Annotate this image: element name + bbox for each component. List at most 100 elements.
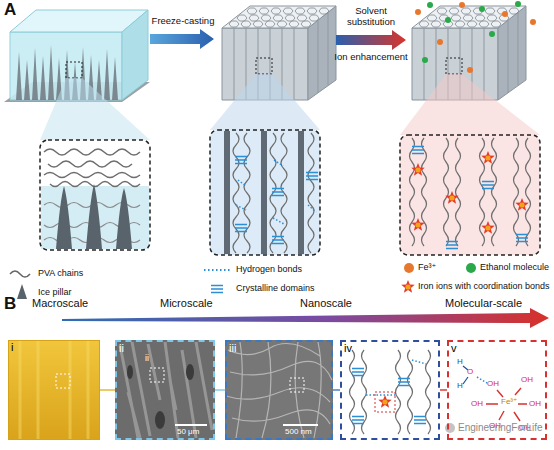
hydrogen-bond-inset bbox=[210, 130, 320, 255]
coordination-inset bbox=[411, 218, 424, 231]
legend-text: Ethanol molecule bbox=[480, 262, 549, 272]
macro-photo bbox=[20, 340, 88, 440]
ion-enhanced-scaffold bbox=[479, 6, 485, 12]
hydroxyl-label: OH bbox=[529, 400, 541, 409]
inset-label: ii bbox=[145, 354, 149, 364]
atom-label: H bbox=[457, 382, 463, 391]
hydrogen-bond-inset bbox=[261, 131, 267, 254]
ion-enhanced-scaffold bbox=[530, 19, 536, 25]
legend-sample bbox=[211, 286, 223, 293]
coordination-inset bbox=[400, 135, 540, 255]
freezing-mold bbox=[66, 62, 82, 78]
ice-pillar-inset bbox=[40, 140, 150, 250]
molecular-structure bbox=[447, 340, 547, 440]
hydroxyl-label: OH bbox=[471, 400, 483, 409]
hydrogen-bond-inset bbox=[298, 131, 304, 254]
coordination-inset bbox=[515, 198, 528, 211]
sem-micro-panel: ii ii 50 μm bbox=[115, 340, 215, 440]
hydrogen-bond-inset bbox=[272, 189, 284, 196]
molecular-structure bbox=[447, 340, 547, 440]
chain-network bbox=[352, 417, 364, 424]
chain-network bbox=[398, 379, 410, 386]
hydroxyl-label: OH bbox=[521, 376, 533, 385]
sem-micrograph bbox=[115, 340, 215, 440]
coordination-inset bbox=[482, 182, 494, 189]
chain-network bbox=[340, 340, 440, 440]
legend-sample bbox=[10, 271, 30, 277]
chain-network bbox=[375, 392, 395, 412]
sem-micrograph bbox=[175, 424, 207, 426]
coordination-inset bbox=[400, 135, 540, 255]
coordination-inset bbox=[516, 235, 528, 242]
hydroxyl-label: OH bbox=[487, 380, 499, 389]
hydrogen-bond-inset bbox=[224, 131, 230, 254]
coordination-inset bbox=[481, 221, 494, 234]
scale-label: Molecular-scale bbox=[445, 297, 522, 310]
porous-scaffold bbox=[210, 6, 336, 130]
zoom-connector bbox=[215, 389, 225, 390]
legend-swatch bbox=[466, 263, 476, 273]
legend-text: Ice pillar bbox=[38, 287, 72, 297]
legend-text: Crystalline domains bbox=[236, 283, 315, 293]
ion-enhanced-scaffold bbox=[400, 74, 540, 135]
panel-label: iii bbox=[229, 342, 236, 354]
freezing-mold bbox=[122, 10, 148, 100]
ice-pillar-inset bbox=[40, 140, 150, 250]
hydrogen-bond-inset bbox=[210, 130, 320, 255]
legend-sample bbox=[204, 269, 230, 271]
zoom-connector bbox=[333, 389, 340, 390]
panel-label: v bbox=[451, 342, 457, 354]
atom-label: H bbox=[457, 358, 463, 367]
panel-letter: A bbox=[4, 0, 16, 20]
ion-enhanced-scaffold bbox=[445, 17, 451, 23]
chain-network bbox=[340, 340, 440, 440]
chain-network-panel: iv bbox=[340, 340, 440, 440]
zoom-connector bbox=[100, 389, 115, 390]
coordination-inset bbox=[445, 191, 458, 204]
molecular-structure bbox=[477, 377, 487, 383]
chain-network bbox=[352, 369, 364, 376]
coordination-inset bbox=[446, 242, 458, 249]
ion-enhanced-scaffold bbox=[446, 58, 462, 74]
scale-label: Macroscale bbox=[32, 297, 88, 310]
zoom-connector bbox=[440, 389, 447, 390]
process-label: Freeze-casting bbox=[146, 16, 220, 27]
sem-nanograph bbox=[226, 342, 332, 438]
hydrogen-bond-inset bbox=[306, 173, 318, 180]
sem-nanograph bbox=[225, 340, 333, 440]
molecular-structure bbox=[486, 388, 527, 421]
porous-scaffold bbox=[256, 58, 272, 74]
ion-enhanced-scaffold bbox=[502, 11, 508, 17]
coordination-inset bbox=[412, 147, 424, 154]
ice-pillar-inset bbox=[56, 184, 132, 249]
process-arrow bbox=[336, 30, 406, 50]
scale-label: Microscale bbox=[160, 297, 213, 310]
panel-label: i bbox=[11, 341, 13, 353]
sem-micrograph bbox=[115, 340, 215, 440]
ion-enhanced-scaffold bbox=[489, 31, 495, 37]
coordination-inset bbox=[400, 135, 540, 255]
panel-label: ii bbox=[119, 342, 124, 354]
freezing-mold bbox=[4, 10, 150, 140]
macro-photo bbox=[56, 374, 70, 388]
scale-label: Nanoscale bbox=[300, 297, 352, 310]
ion-enhanced-scaffold bbox=[422, 57, 428, 63]
scale-bar-label: 50 μm bbox=[177, 428, 199, 437]
atom-label: O bbox=[467, 368, 473, 377]
hydrogen-bond-inset bbox=[235, 157, 247, 164]
chain-network bbox=[350, 350, 431, 434]
panel-label: iv bbox=[344, 342, 352, 354]
hydrogen-bond-inset bbox=[210, 130, 320, 255]
hydrogen-bond-inset bbox=[236, 160, 316, 224]
ion-enhanced-scaffold bbox=[459, 2, 465, 8]
scale-bar-label: 500 nm bbox=[285, 428, 312, 437]
macro-photo bbox=[8, 340, 100, 440]
legend-text: Fe³⁺ bbox=[418, 262, 436, 272]
legend-text: PVA chains bbox=[38, 268, 83, 278]
sem-nanograph bbox=[283, 424, 318, 426]
sem-nano-panel: iii 500 nm bbox=[225, 340, 333, 440]
sem-micrograph bbox=[186, 364, 194, 380]
sem-micrograph bbox=[120, 342, 212, 438]
